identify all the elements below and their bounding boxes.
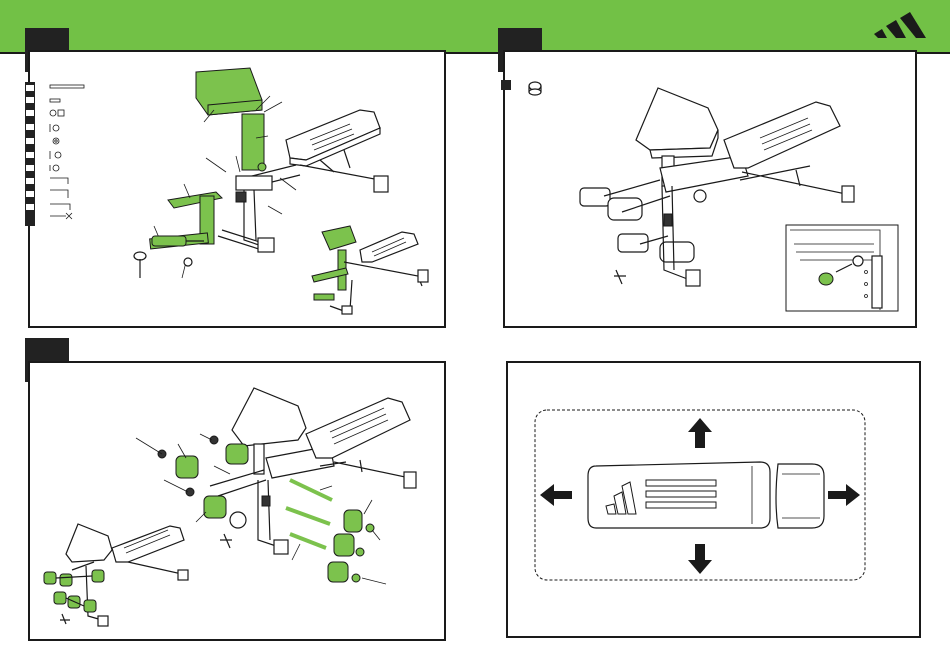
arrow-left-icon [540, 484, 572, 506]
preacher-pad-assembly [134, 68, 266, 278]
arrow-up-icon [688, 418, 712, 448]
bench-rollers-step-3 [158, 388, 416, 582]
pin-rod [152, 236, 204, 266]
arrow-down-icon [688, 544, 712, 574]
panel-2-header-icons [501, 80, 541, 95]
inset-detail-step-2 [786, 225, 898, 311]
parts-list [25, 82, 84, 226]
inset-bench-step-1 [312, 226, 428, 314]
leader-lines-step-1 [154, 96, 296, 278]
arrow-right-icon [828, 484, 860, 506]
inset-bench-step-3 [44, 524, 188, 626]
